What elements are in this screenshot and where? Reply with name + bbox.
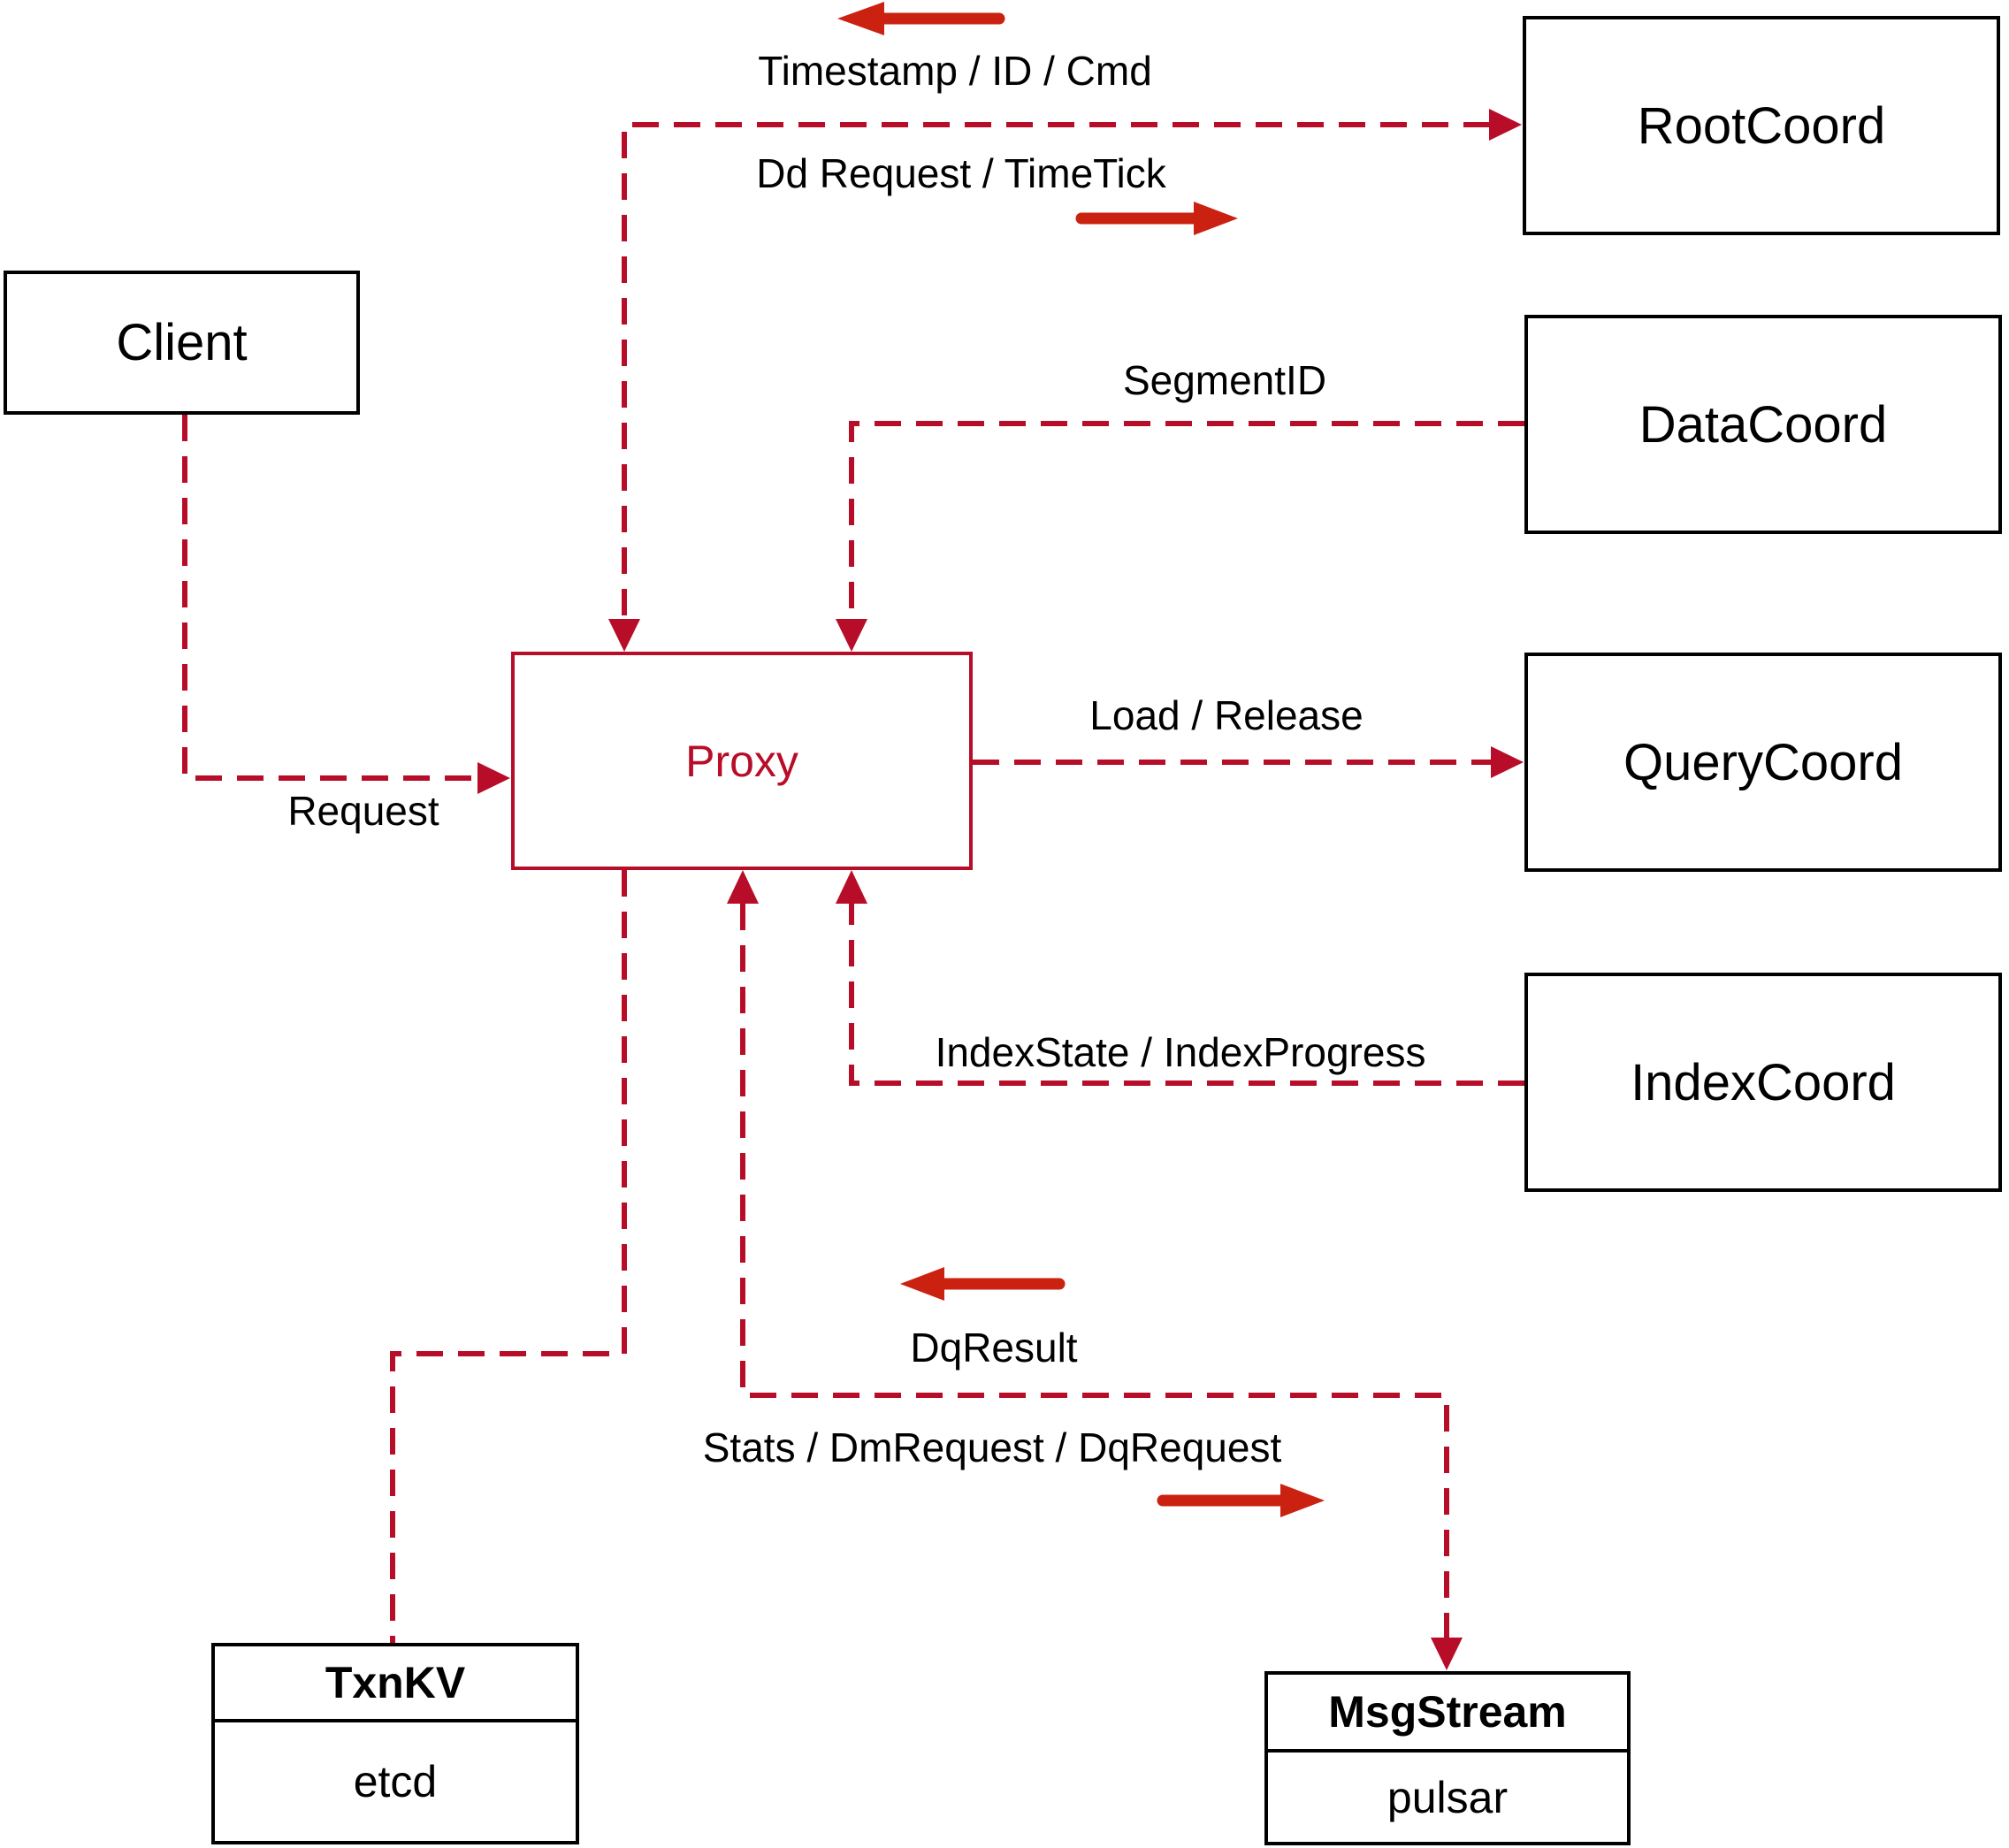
arrowhead-into-rootcoord <box>1489 109 1522 141</box>
arrowhead-into-proxy-bottom-left <box>727 870 759 904</box>
edge-label-index-state-progress: IndexState / IndexProgress <box>935 1029 1426 1075</box>
edge-proxy-txnkv <box>390 870 627 1643</box>
node-client: Client <box>4 271 360 415</box>
edge-label-dq-result: DqResult <box>910 1325 1078 1371</box>
node-txnkv: TxnKV etcd <box>211 1643 579 1844</box>
edge-label-request: Request <box>287 788 439 834</box>
arrowhead-into-proxy-top-left <box>608 619 640 652</box>
client-label: Client <box>116 314 248 371</box>
msgstream-impl: pulsar <box>1386 1772 1509 1822</box>
arrowhead-into-proxy-top-right <box>836 619 867 652</box>
edge-label-stats-dm-dq: Stats / DmRequest / DqRequest <box>702 1424 1282 1470</box>
direction-arrow-right-ddrequest-icon <box>1075 202 1238 235</box>
edge-proxy-rootcoord <box>608 109 1522 652</box>
arrowhead-into-querycoord <box>1491 746 1524 778</box>
datacoord-label: DataCoord <box>1639 395 1888 454</box>
direction-arrow-left-dqresult-icon <box>900 1267 1066 1301</box>
direction-arrow-right-stats-icon <box>1157 1484 1325 1517</box>
node-rootcoord: RootCoord <box>1523 16 2000 235</box>
edge-datacoord-proxy <box>836 421 1524 652</box>
node-indexcoord: IndexCoord <box>1524 973 2002 1192</box>
txnkv-impl: etcd <box>353 1757 438 1806</box>
arrowhead-into-proxy-bottom-right <box>836 870 867 904</box>
edge-label-segment-id: SegmentID <box>1122 357 1327 403</box>
node-proxy: Proxy <box>511 652 973 870</box>
arrowhead-into-proxy-left <box>477 762 510 794</box>
edge-indexcoord-proxy <box>836 870 1524 1086</box>
msgstream-title: MsgStream <box>1328 1687 1567 1737</box>
direction-arrow-left-timestamp-icon <box>837 2 1005 35</box>
txnkv-header: TxnKV <box>215 1646 576 1722</box>
edge-client-proxy <box>182 415 510 794</box>
proxy-label: Proxy <box>685 736 798 786</box>
arrowhead-into-msgstream <box>1431 1638 1463 1670</box>
edge-proxy-querycoord <box>973 746 1524 778</box>
txnkv-body: etcd <box>215 1722 576 1841</box>
querycoord-label: QueryCoord <box>1623 733 1903 791</box>
edge-label-load-release: Load / Release <box>1089 692 1364 738</box>
indexcoord-label: IndexCoord <box>1631 1053 1896 1111</box>
node-msgstream: MsgStream pulsar <box>1264 1671 1631 1845</box>
edge-proxy-msgstream <box>727 870 1463 1670</box>
msgstream-header: MsgStream <box>1268 1675 1627 1753</box>
msgstream-body: pulsar <box>1268 1753 1627 1842</box>
node-querycoord: QueryCoord <box>1524 653 2002 872</box>
edge-label-dd-request-timetick: Dd Request / TimeTick <box>756 150 1166 196</box>
rootcoord-label: RootCoord <box>1637 96 1886 155</box>
node-datacoord: DataCoord <box>1524 315 2002 534</box>
txnkv-title: TxnKV <box>325 1658 466 1707</box>
edge-label-timestamp-id-cmd: Timestamp / ID / Cmd <box>758 48 1152 94</box>
